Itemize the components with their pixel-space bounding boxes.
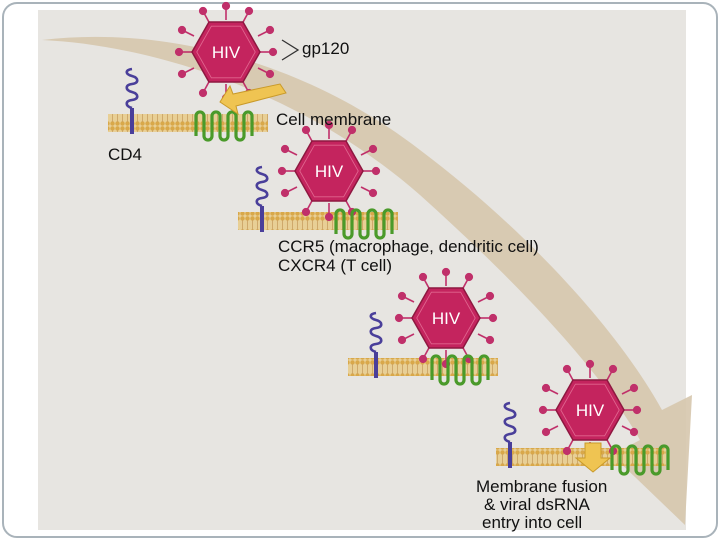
hiv-label-4: HIV (576, 401, 605, 420)
fusion-label-line2: & viral dsRNA (484, 495, 590, 514)
binding-arrow (219, 83, 287, 116)
cell-membrane-2 (238, 212, 398, 230)
cell-membrane-4 (496, 448, 666, 466)
figure-background (38, 10, 686, 530)
ccr5-label: CCR5 (macrophage, dendritic cell) (278, 237, 539, 256)
gp120-pointer (281, 39, 300, 61)
stage-2: HIV (238, 120, 398, 240)
hiv-label-2: HIV (315, 162, 344, 181)
stage-4: HIV (496, 359, 670, 476)
stage-3: HIV (348, 267, 498, 386)
cell-membrane-3 (348, 358, 498, 376)
process-arrow (42, 36, 692, 525)
fusion-arrow (574, 442, 612, 473)
fusion-label-line3: entry into cell (482, 513, 583, 532)
cd4-label: CD4 (108, 145, 143, 164)
cxcr4-label: CXCR4 (T cell) (278, 256, 392, 275)
fusion-label-line1: Membrane fusion (476, 477, 608, 496)
cell-membrane-label: Cell membrane (276, 110, 392, 129)
hiv-label-3: HIV (432, 309, 461, 328)
stage-1: HIV (108, 1, 300, 142)
gp120-label: gp120 (302, 39, 350, 58)
hiv-label-1: HIV (212, 43, 241, 62)
